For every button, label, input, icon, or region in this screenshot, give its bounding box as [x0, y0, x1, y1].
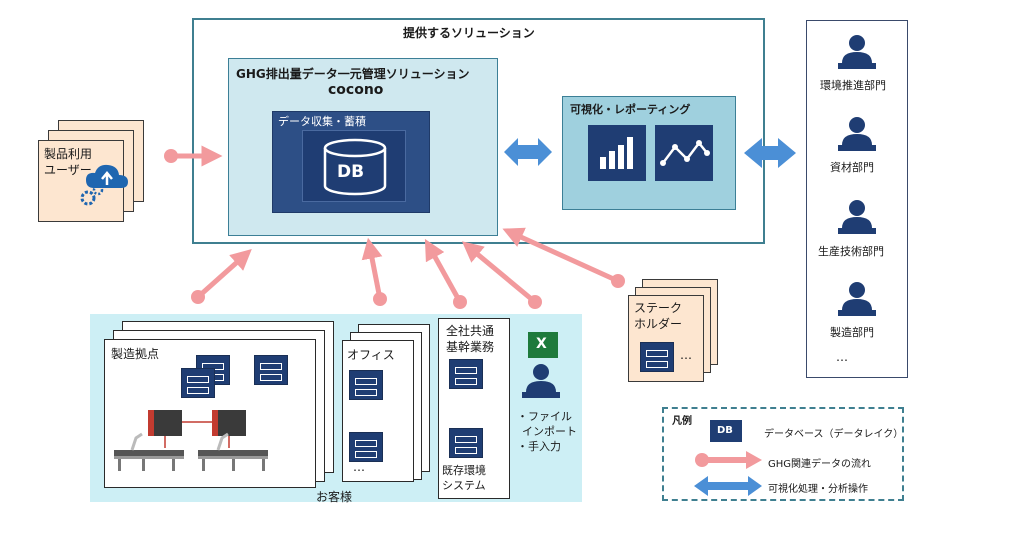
- legacy-label-1: 既存環境: [442, 464, 486, 477]
- server-icon: [254, 355, 288, 385]
- bar-chart-icon: [588, 125, 646, 181]
- person-icon: [838, 282, 876, 316]
- dept-environment: 環境推進部門: [820, 79, 886, 92]
- dept-more: …: [836, 350, 848, 364]
- factory-label: 製造拠点: [111, 347, 160, 361]
- flow-arrow-office: [361, 237, 383, 300]
- legend-ops-arrow: [694, 476, 762, 496]
- flow-arrow-factory: [196, 249, 252, 299]
- product-users-label-1: 製品利用: [44, 147, 93, 161]
- legend-ops-desc: 可視化処理・分析操作: [768, 484, 868, 495]
- legend-flow-arrow: [695, 451, 762, 469]
- office-more: …: [353, 460, 365, 474]
- person-icon: [838, 35, 876, 69]
- stakeholder-label-2: ホルダー: [634, 317, 683, 331]
- customers-label: お客様: [316, 490, 353, 504]
- database-icon: [323, 138, 387, 196]
- cloud-gear-icon: [80, 164, 128, 206]
- flow-arrow-stakeholder: [502, 227, 620, 284]
- person-icon: [838, 117, 876, 151]
- legend-db-icon-label: DB: [717, 425, 733, 436]
- data-collection-label: データ収集・蓄積: [278, 115, 366, 128]
- flow-arrow-manual: [461, 241, 537, 304]
- server-icon: [449, 359, 483, 389]
- ops-arrow-viz-dept: [744, 138, 796, 168]
- core-systems-card: [438, 318, 510, 499]
- manual-label-3: ・手入力: [517, 440, 561, 453]
- legacy-label-2: システム: [442, 479, 486, 492]
- manual-label-1: ・ファイル: [517, 410, 572, 423]
- server-icon: [640, 342, 674, 372]
- factory-machines-icon: [114, 410, 268, 471]
- stakeholder-more: …: [680, 348, 692, 362]
- cocono-title: GHG排出量データ一元管理ソリューション: [236, 67, 470, 81]
- db-label: DB: [337, 162, 365, 182]
- ops-arrow-db-viz: [504, 138, 552, 166]
- server-icon: [349, 432, 383, 462]
- person-icon: [838, 200, 876, 234]
- office-label: オフィス: [347, 348, 395, 362]
- dept-materials: 資材部門: [830, 161, 874, 174]
- visualization-label: 可視化・レポーティング: [570, 103, 691, 116]
- person-icon: [522, 364, 560, 398]
- core-label-2: 基幹業務: [446, 340, 495, 354]
- server-icon: [181, 368, 215, 398]
- legend-db-icon: DB: [710, 420, 742, 442]
- solution-title: 提供するソリューション: [403, 26, 535, 40]
- server-icon: [349, 370, 383, 400]
- server-icon: [449, 428, 483, 458]
- dept-production-engineering: 生産技術部門: [818, 245, 884, 258]
- line-chart-icon: [655, 125, 713, 181]
- manual-label-2: インポート: [522, 425, 577, 438]
- dept-manufacturing: 製造部門: [830, 326, 874, 339]
- legend-flow-desc: GHG関連データの流れ: [768, 459, 872, 470]
- product-users-label-2: ユーザー: [44, 163, 92, 177]
- flow-arrow-core: [424, 238, 463, 304]
- departments-panel: [806, 20, 908, 378]
- core-label-1: 全社共通: [446, 324, 495, 338]
- stakeholder-label-1: ステーク: [634, 301, 683, 315]
- excel-icon: X: [528, 332, 558, 358]
- cocono-name: cocono: [328, 82, 384, 98]
- legend-title: 凡例: [672, 416, 692, 427]
- legend-db-desc: データベース（データレイク）: [764, 429, 904, 440]
- db-panel: DB: [302, 130, 406, 202]
- excel-letter: X: [536, 336, 547, 352]
